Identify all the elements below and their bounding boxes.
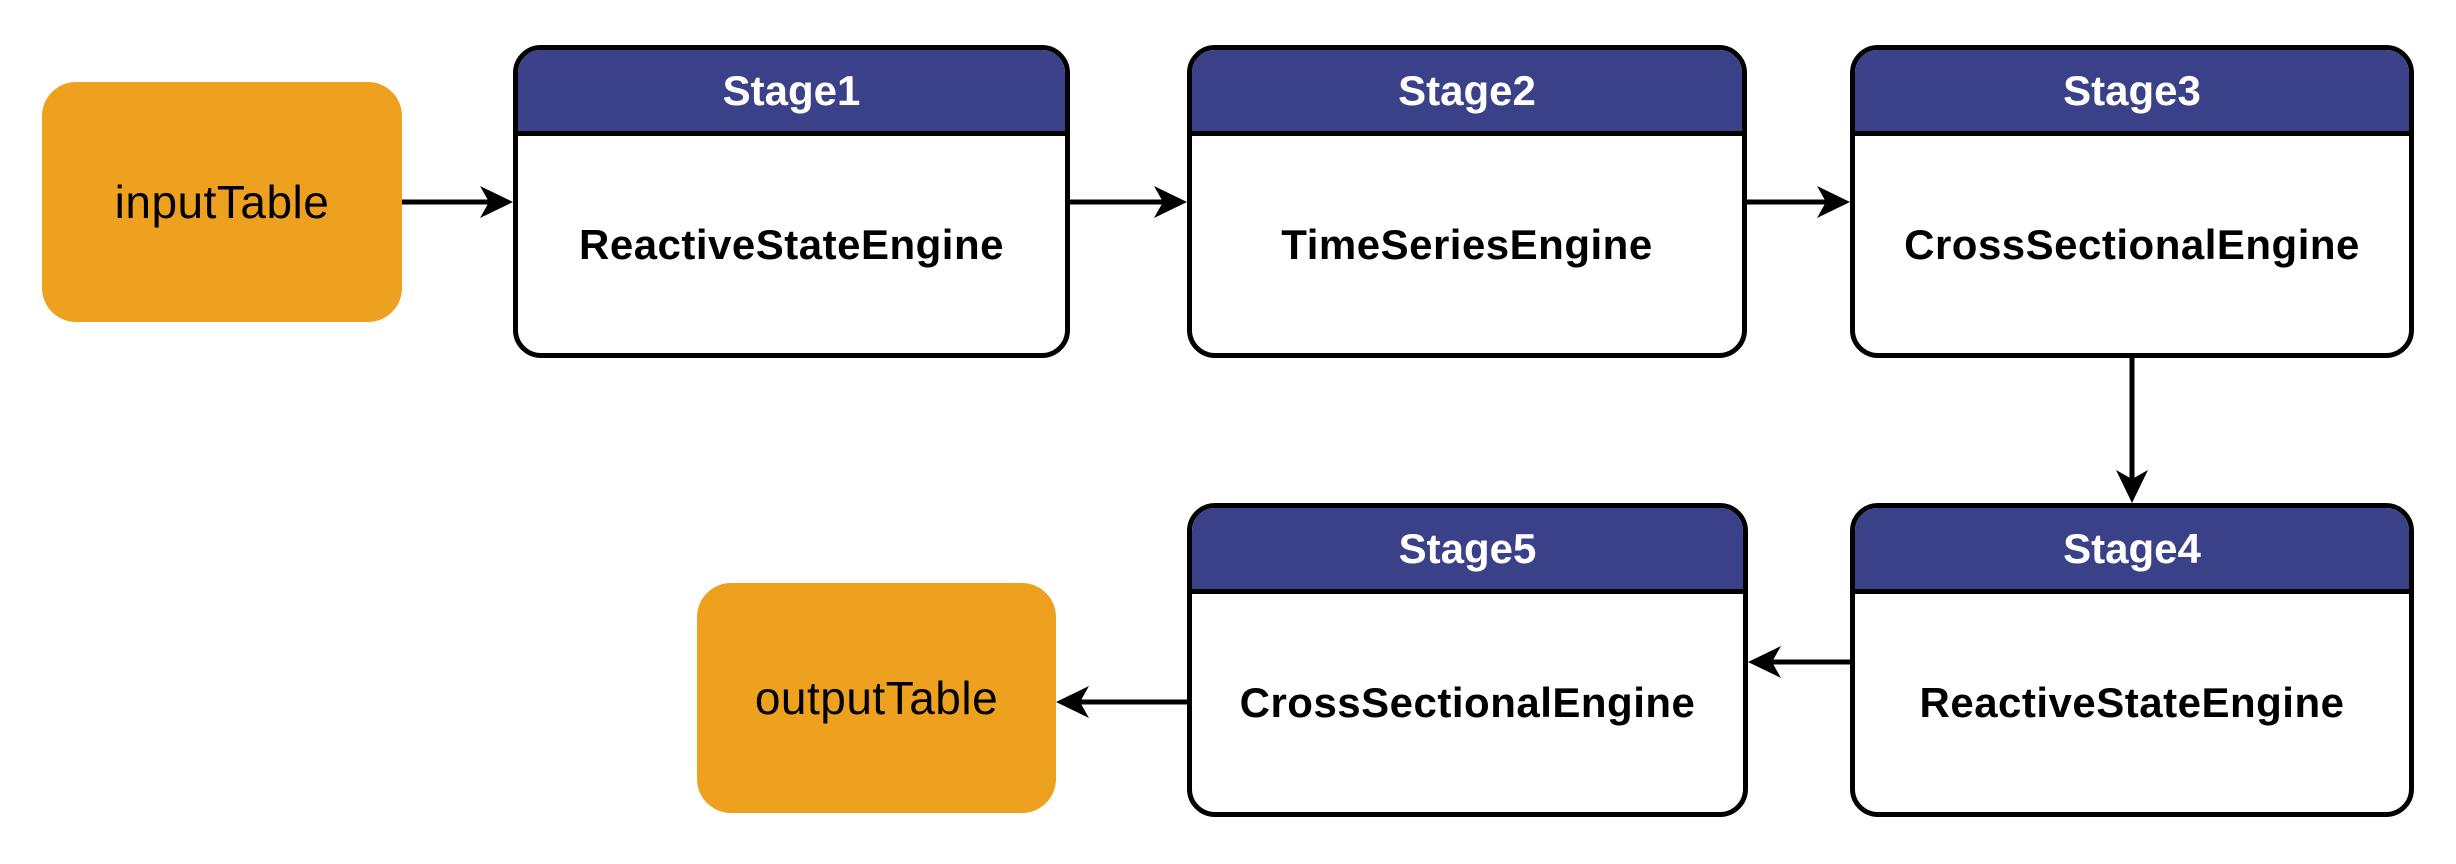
node-input-table: inputTable: [42, 82, 402, 322]
node-stage5: Stage5 CrossSectionalEngine: [1187, 503, 1748, 817]
edge-stage2-stage3: [1747, 186, 1850, 218]
stage2-title: Stage2: [1398, 66, 1536, 114]
stage1-header: Stage1: [518, 50, 1065, 136]
stage4-body: ReactiveStateEngine: [1855, 594, 2409, 812]
node-stage3: Stage3 CrossSectionalEngine: [1850, 45, 2414, 358]
stage4-engine-label: ReactiveStateEngine: [1919, 679, 2345, 726]
node-stage2: Stage2 TimeSeriesEngine: [1187, 45, 1747, 358]
stage2-header: Stage2: [1192, 50, 1742, 136]
edge-stage3-stage4: [2116, 358, 2148, 503]
node-stage4: Stage4 ReactiveStateEngine: [1850, 503, 2414, 817]
output-table-label: outputTable: [754, 672, 999, 724]
stage3-engine-label: CrossSectionalEngine: [1904, 220, 2360, 268]
stage5-header: Stage5: [1192, 508, 1743, 594]
stage1-engine-label: ReactiveStateEngine: [579, 220, 1004, 268]
stage4-header: Stage4: [1855, 508, 2409, 594]
stage5-engine-label: CrossSectionalEngine: [1239, 679, 1696, 726]
stage3-title: Stage3: [2063, 66, 2201, 114]
edge-stage5-outputtable: [1056, 686, 1187, 718]
stage1-body: ReactiveStateEngine: [518, 136, 1065, 353]
stage3-header: Stage3: [1855, 50, 2409, 136]
input-table-label: inputTable: [114, 176, 330, 228]
edge-inputtable-stage1: [402, 186, 513, 218]
stage2-engine-label: TimeSeriesEngine: [1281, 220, 1653, 268]
stage4-title: Stage4: [2063, 524, 2201, 572]
node-output-table: outputTable: [697, 583, 1056, 813]
node-stage1: Stage1 ReactiveStateEngine: [513, 45, 1070, 358]
stage5-title: Stage5: [1398, 524, 1537, 572]
stage5-body: CrossSectionalEngine: [1192, 594, 1743, 812]
edge-stage1-stage2: [1070, 186, 1187, 218]
edge-stage4-stage5: [1748, 646, 1850, 678]
stage1-title: Stage1: [722, 66, 861, 114]
stage3-body: CrossSectionalEngine: [1855, 136, 2409, 353]
stage2-body: TimeSeriesEngine: [1192, 136, 1742, 353]
